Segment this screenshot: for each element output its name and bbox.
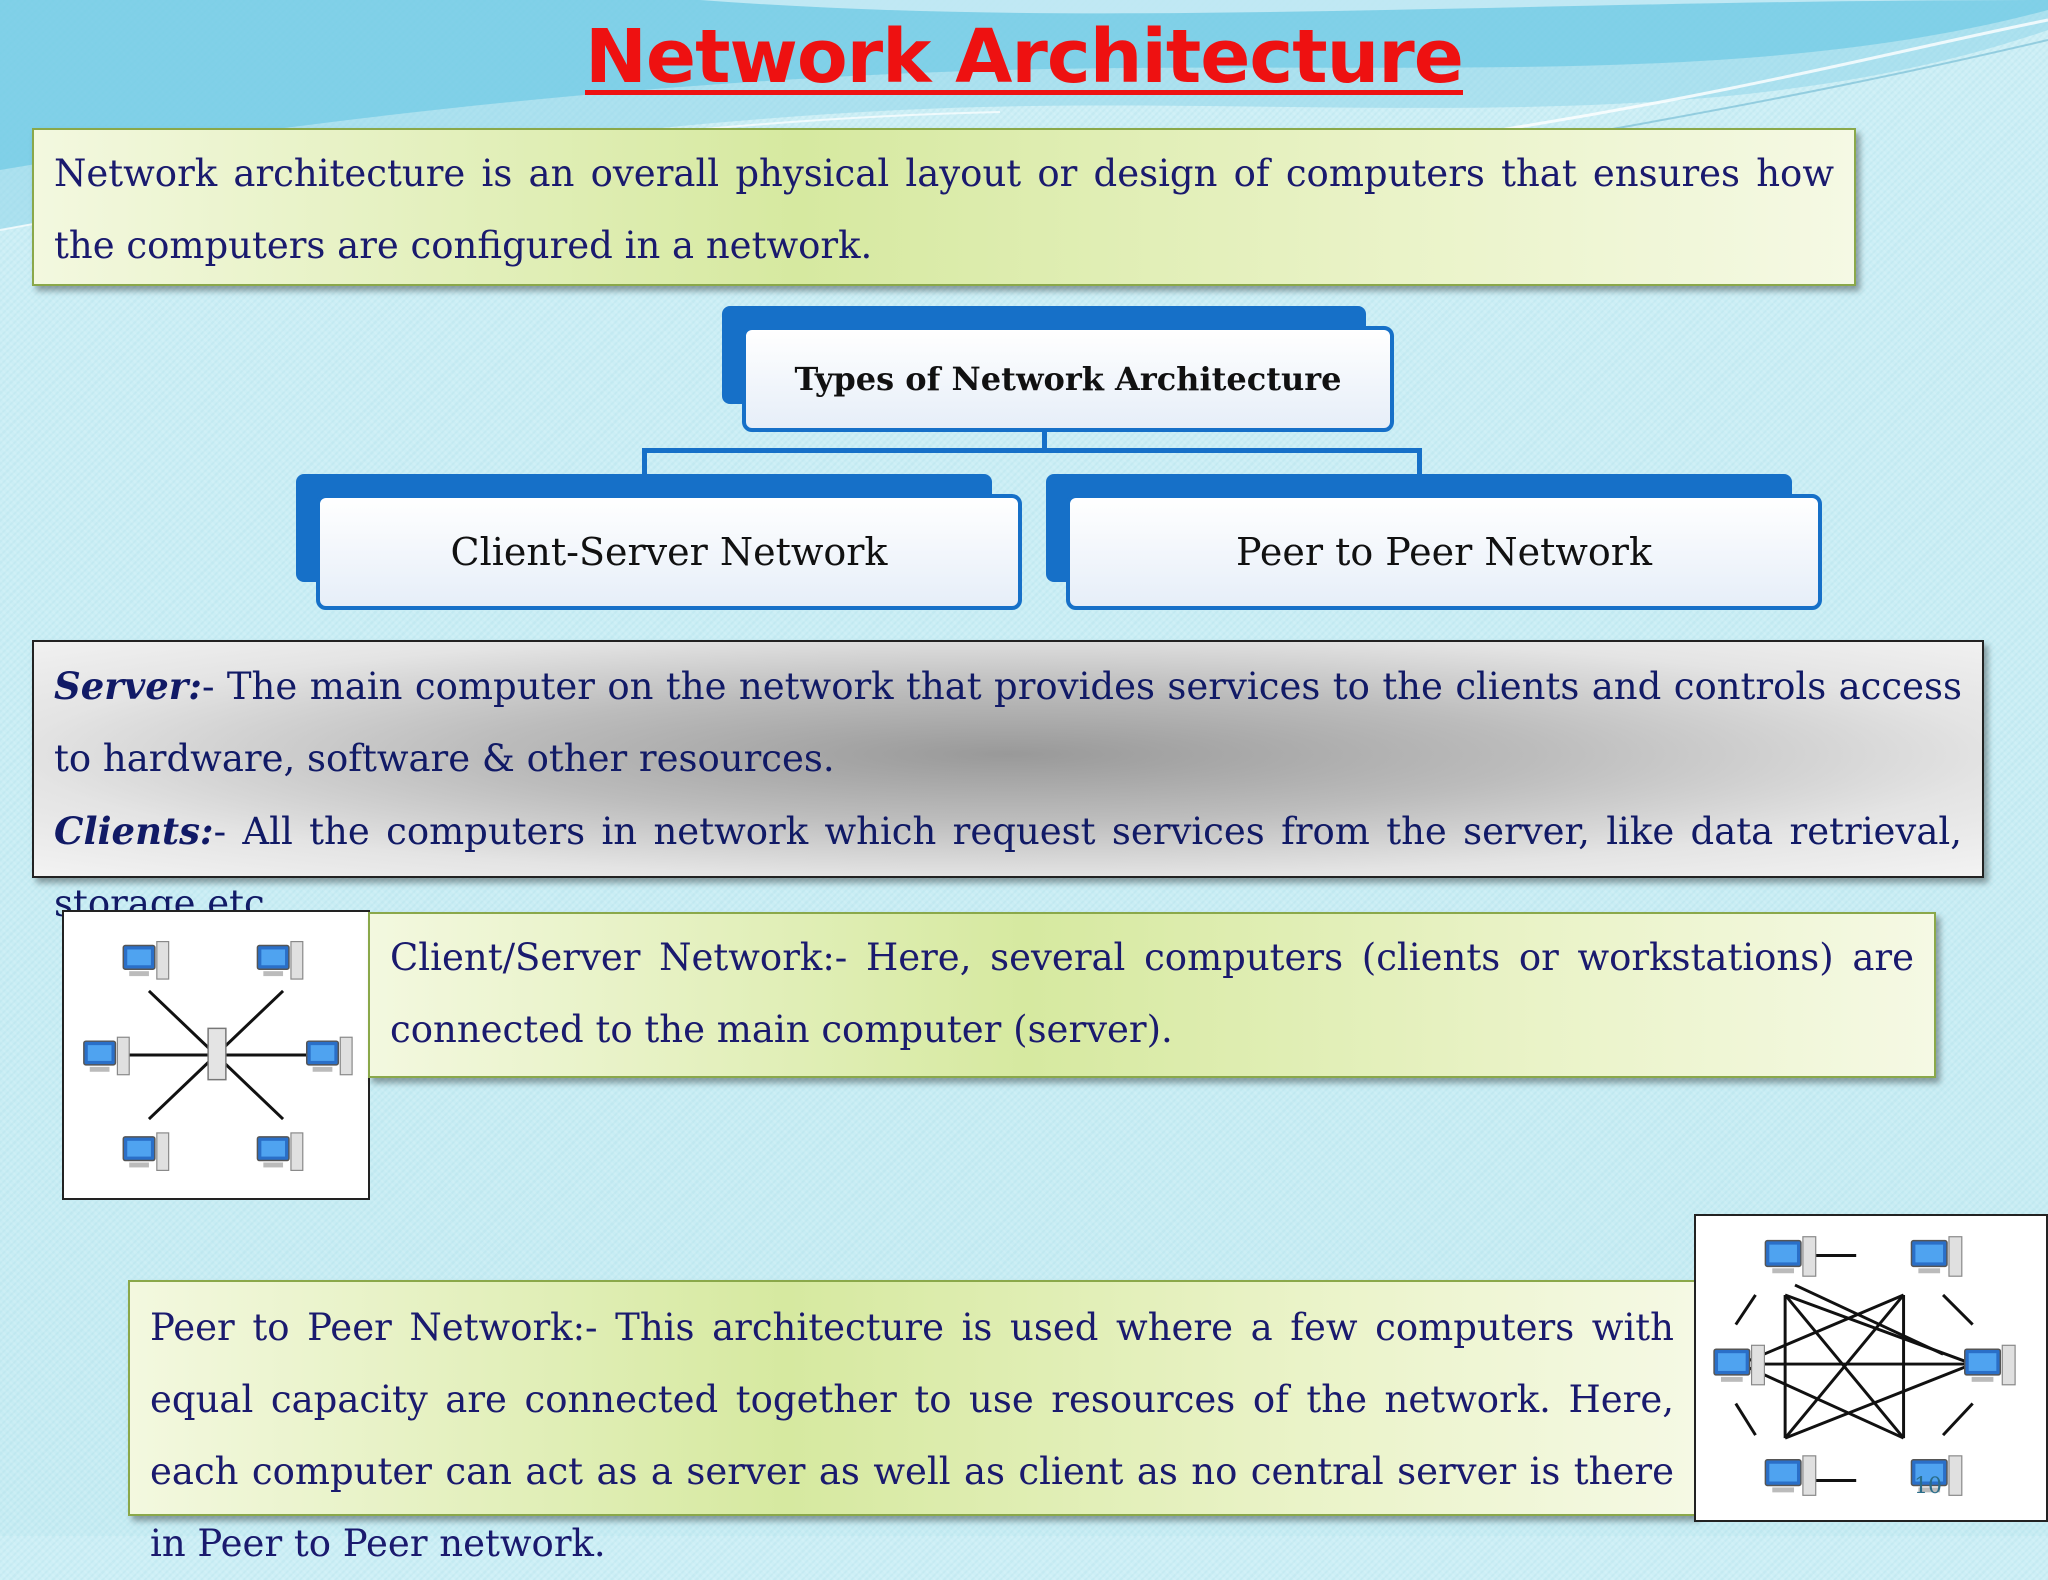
peer-to-peer-mesh-network-icon — [1713, 1235, 2016, 1497]
computer-workstation-icon — [83, 1036, 130, 1076]
peer-to-peer-box: Peer to Peer Network:- This architecture… — [128, 1280, 1696, 1565]
client-server-text: Client/Server Network:- Here, several co… — [390, 936, 1914, 1051]
computer-workstation-icon — [256, 940, 304, 980]
server-term: Server: — [54, 664, 202, 708]
computer-workstation-icon — [1910, 1235, 1963, 1277]
clients-term: Clients: — [54, 809, 214, 853]
computer-workstation-icon — [305, 1036, 353, 1076]
computer-workstation-icon — [1964, 1344, 2016, 1386]
connector-root-down — [1042, 420, 1047, 450]
page-title: Network Architecture — [584, 14, 1464, 100]
clients-definition: Clients:- All the computers in network w… — [54, 795, 1962, 940]
connector-right-down — [1417, 448, 1422, 474]
computer-workstation-icon — [1713, 1344, 1766, 1386]
client-server-node-label: Client-Server Network — [450, 530, 888, 574]
peer-node: Peer to Peer Network — [1066, 494, 1822, 610]
connector-horizontal — [642, 448, 1422, 453]
client-server-box: Client/Server Network:- Here, several co… — [368, 912, 1936, 1078]
computer-workstation-icon — [1764, 1455, 1817, 1497]
definitions-box: Server:- The main computer on the networ… — [32, 640, 1984, 925]
computer-workstation-icon — [1764, 1235, 1817, 1277]
peer-node-label: Peer to Peer Network — [1236, 530, 1652, 574]
computer-workstation-icon — [256, 1132, 304, 1172]
connector-left-down — [642, 448, 647, 474]
peer-to-peer-text: Peer to Peer Network:- This architecture… — [150, 1306, 1674, 1565]
clients-text: - All the computers in network which req… — [54, 810, 1962, 925]
computer-workstation-icon — [122, 940, 170, 980]
computer-workstation-icon — [122, 1132, 170, 1172]
client-server-star-network-icon — [83, 940, 353, 1172]
client-server-star-image — [62, 910, 370, 1200]
server-text: - The main computer on the network that … — [54, 665, 1962, 780]
root-node: Types of Network Architecture — [742, 326, 1394, 432]
root-node-label: Types of Network Architecture — [794, 360, 1342, 398]
peer-to-peer-mesh-image — [1694, 1214, 2048, 1522]
intro-text: Network architecture is an overall physi… — [54, 152, 1834, 267]
client-server-node: Client-Server Network — [316, 494, 1022, 610]
page-number: 10 — [1914, 1474, 1942, 1499]
intro-box: Network architecture is an overall physi… — [32, 128, 1856, 286]
server-definition: Server:- The main computer on the networ… — [54, 650, 1962, 795]
